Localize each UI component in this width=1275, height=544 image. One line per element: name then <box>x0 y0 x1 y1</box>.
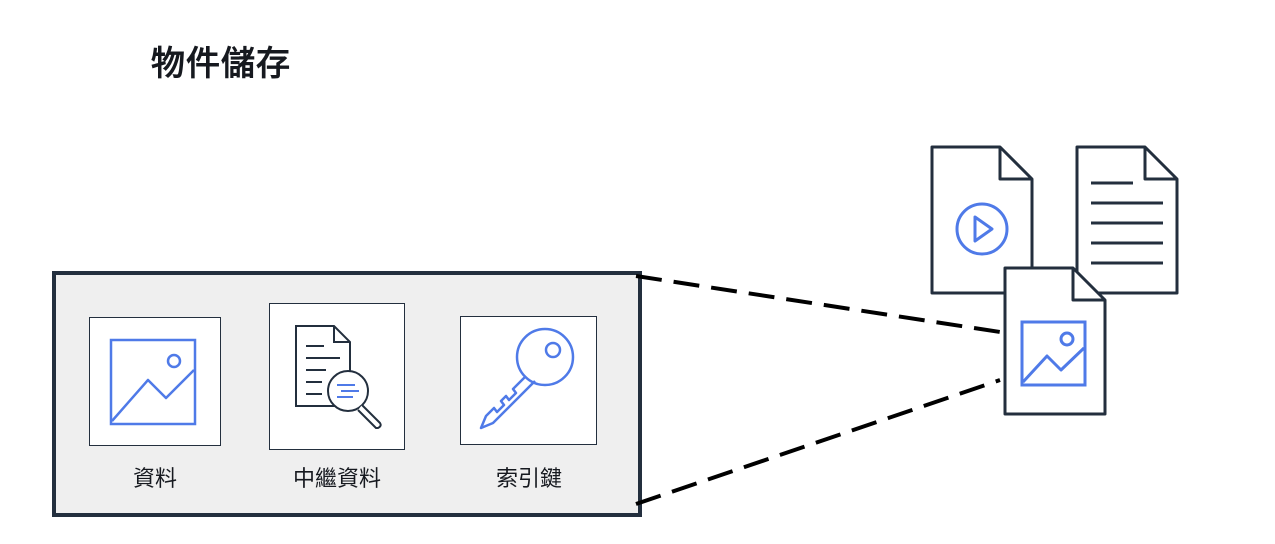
metadata-label: 中繼資料 <box>292 467 381 492</box>
key-tile <box>460 316 597 445</box>
document-search-icon <box>295 325 382 429</box>
image-icon <box>109 338 197 426</box>
image-file-icon <box>1003 266 1107 416</box>
key-icon <box>479 327 575 430</box>
diagram-title: 物件儲存 <box>151 44 291 84</box>
key-label: 索引鍵 <box>495 467 562 492</box>
connector-top <box>635 274 1001 334</box>
video-file-icon <box>930 145 1034 295</box>
text-document-icon <box>1075 145 1179 295</box>
metadata-tile <box>269 303 405 450</box>
connector-bottom <box>635 378 1001 506</box>
data-label: 資料 <box>132 467 177 492</box>
data-tile <box>89 317 221 446</box>
